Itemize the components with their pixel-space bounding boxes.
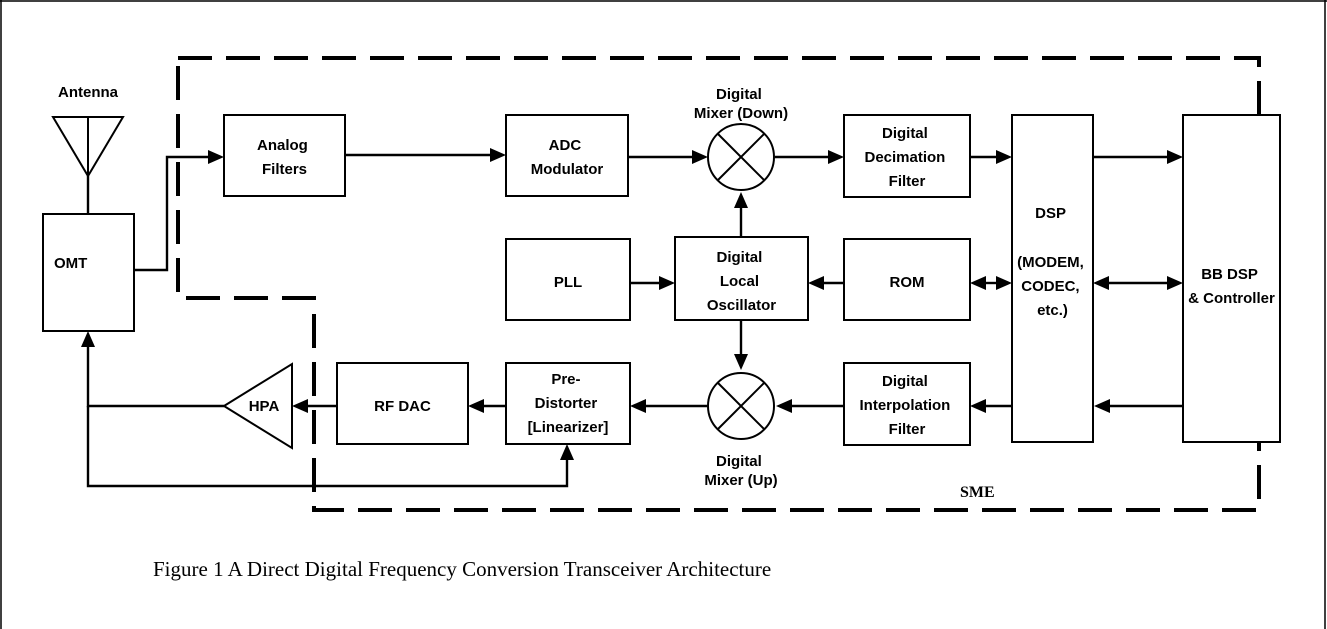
hpa-icon bbox=[222, 362, 293, 450]
analog-filters-block bbox=[223, 114, 346, 197]
mixer-down-icon bbox=[707, 123, 775, 191]
adc-modulator-label: ADC Modulator bbox=[531, 137, 604, 178]
hpa-label: HPA bbox=[249, 398, 280, 415]
sme-boundary bbox=[176, 56, 1261, 512]
interpolation-filter-label: Digital Interpolation Filter bbox=[860, 373, 955, 438]
arrowhead bbox=[970, 399, 986, 413]
sme-label: SME bbox=[960, 484, 995, 501]
arrowhead bbox=[1167, 150, 1183, 164]
arrowhead bbox=[292, 399, 308, 413]
arrowhead bbox=[776, 399, 792, 413]
local-oscillator-block bbox=[674, 236, 809, 321]
analog-filters-label: Analog Filters bbox=[257, 137, 312, 178]
mixer-down-label: Digital Mixer (Down) bbox=[694, 86, 788, 122]
figure-caption: Figure 1 A Direct Digital Frequency Conv… bbox=[153, 557, 771, 581]
arrowhead bbox=[996, 150, 1012, 164]
omt-to-filters-line bbox=[134, 155, 212, 272]
arrowhead bbox=[1094, 399, 1110, 413]
arrowhead bbox=[468, 399, 484, 413]
feedback-line bbox=[86, 406, 569, 488]
dsp-block bbox=[1011, 114, 1094, 443]
arrowhead bbox=[970, 276, 986, 290]
mixer-up-label: Digital Mixer (Up) bbox=[704, 453, 777, 489]
interpolation-filter-block bbox=[843, 362, 971, 446]
decimation-filter-block bbox=[843, 114, 971, 198]
arrowhead bbox=[808, 276, 824, 290]
predistorter-block bbox=[505, 362, 631, 445]
antenna-icon bbox=[51, 116, 125, 178]
arrowhead bbox=[81, 331, 95, 347]
bb-dsp-controller-label: BB DSP & Controller bbox=[1188, 266, 1275, 307]
rom-label: ROM bbox=[890, 274, 925, 291]
predistorter-label: Pre- Distorter [Linearizer] bbox=[528, 371, 609, 436]
arrowhead bbox=[560, 444, 574, 460]
arrowhead bbox=[692, 150, 708, 164]
pll-label: PLL bbox=[554, 274, 582, 291]
pll-block bbox=[505, 238, 631, 321]
arrowhead bbox=[1167, 276, 1183, 290]
omt-label: OMT bbox=[54, 255, 87, 272]
arrowhead bbox=[1093, 276, 1109, 290]
decimation-filter-label: Digital Decimation Filter bbox=[864, 125, 949, 190]
bb-dsp-controller-block bbox=[1182, 114, 1281, 443]
mixer-up-icon bbox=[707, 372, 775, 440]
arrowhead bbox=[734, 354, 748, 370]
arrowhead bbox=[659, 276, 675, 290]
arrowhead bbox=[208, 150, 224, 164]
rf-dac-block bbox=[336, 362, 469, 445]
arrowhead bbox=[630, 399, 646, 413]
arrowhead bbox=[828, 150, 844, 164]
arrowhead bbox=[734, 192, 748, 208]
antenna-label: Antenna bbox=[58, 84, 119, 101]
rf-dac-label: RF DAC bbox=[374, 398, 431, 415]
rom-block bbox=[843, 238, 971, 321]
omt-block bbox=[42, 213, 135, 332]
local-oscillator-label: Digital Local Oscillator bbox=[707, 249, 776, 314]
adc-modulator-block bbox=[505, 114, 629, 197]
hpa-to-omt-line bbox=[86, 345, 224, 408]
arrowhead bbox=[490, 148, 506, 162]
arrowhead bbox=[996, 276, 1012, 290]
dsp-label: DSP (MODEM, CODEC, etc.) bbox=[1017, 205, 1088, 319]
